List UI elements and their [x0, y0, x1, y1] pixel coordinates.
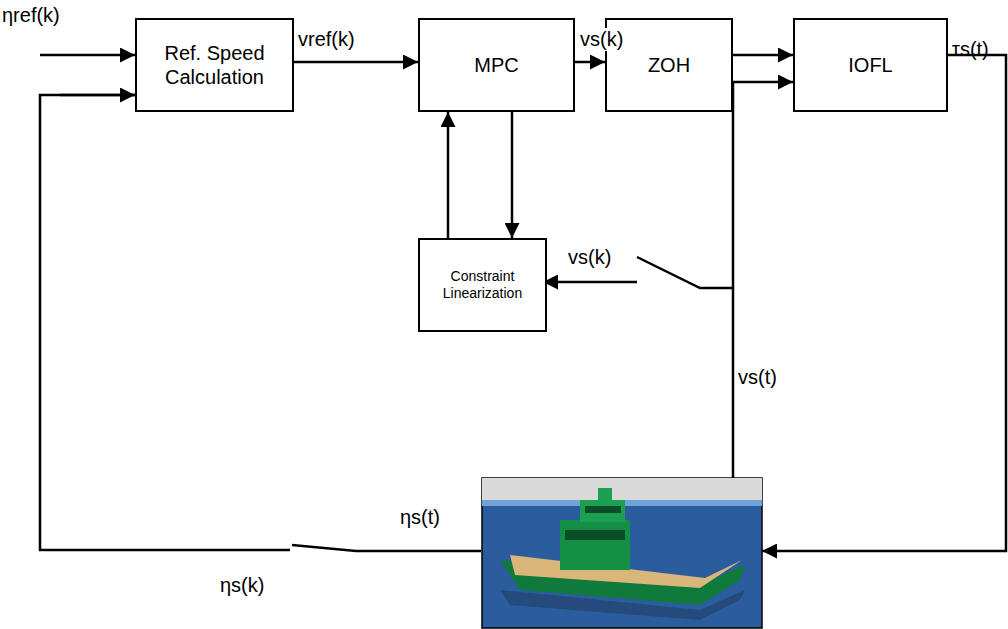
signal-name: vref(k)	[296, 28, 357, 51]
sampler-switch	[292, 545, 481, 551]
tugboat-photo	[482, 478, 762, 628]
box-label: MPC	[468, 53, 524, 77]
torque-output-wire	[762, 55, 1006, 551]
process-box: Ref. Speed Calculation	[135, 18, 294, 112]
signal-arrow	[294, 61, 418, 64]
speed-feedback-wire	[733, 82, 793, 478]
box-label: IOFL	[842, 53, 898, 77]
signal-name: ηs(k)	[220, 574, 264, 597]
sampled-speed-arrow	[543, 281, 637, 284]
process-box: IOFL	[793, 18, 948, 112]
signal-arrow	[733, 54, 793, 57]
box-label: ZOH	[642, 53, 696, 77]
signal-name: τs(t)	[952, 38, 989, 61]
signal-name: vs(k)	[578, 28, 625, 51]
signal-name: vs(k)	[568, 246, 611, 269]
sampler-switch	[637, 257, 733, 288]
reference-input-arrow	[40, 54, 135, 57]
process-box: Constraint Linearization	[418, 238, 547, 332]
signal-name: ηref(k)	[2, 4, 60, 27]
process-box: MPC	[418, 18, 575, 112]
box-label: Constraint Linearization	[420, 268, 545, 302]
signal-name: vs(t)	[738, 366, 777, 389]
signal-arrow	[575, 61, 605, 64]
signal-name: ηs(t)	[400, 506, 440, 529]
box-label: Ref. Speed Calculation	[137, 41, 292, 89]
signal-arrow	[447, 112, 450, 238]
signal-arrow	[511, 112, 514, 238]
feedback-arrow-head	[60, 94, 135, 97]
position-feedback-wire	[40, 95, 290, 550]
